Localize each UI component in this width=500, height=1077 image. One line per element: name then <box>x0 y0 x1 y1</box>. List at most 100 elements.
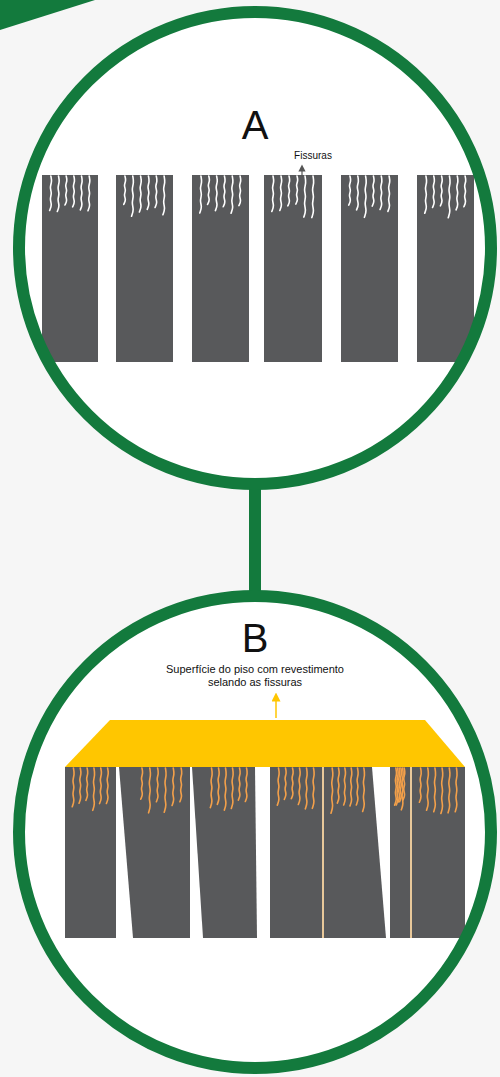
callout-label: Superfície do piso com revestimento sela… <box>148 663 363 689</box>
fissure <box>65 176 67 205</box>
fissure <box>356 768 358 805</box>
crack-gap <box>190 767 203 938</box>
concrete-slab <box>65 767 465 938</box>
section-letter: B <box>242 614 269 662</box>
slab-joint <box>410 767 412 938</box>
fissure <box>141 768 143 799</box>
concrete-slab <box>341 175 398 362</box>
coating-layer <box>65 720 465 767</box>
fissure <box>106 768 108 804</box>
connector-bar <box>249 488 261 592</box>
fissure <box>349 176 351 205</box>
circle-ground <box>17 594 493 1070</box>
fissure <box>305 768 307 809</box>
fissure <box>312 768 314 808</box>
fissure <box>448 176 450 218</box>
circle-ground <box>17 10 493 486</box>
crack-gap <box>116 767 133 938</box>
fissure <box>388 176 390 211</box>
corner-band <box>0 0 95 30</box>
fissure <box>398 768 400 802</box>
fissure <box>155 176 157 207</box>
fissure <box>363 768 365 811</box>
concrete-slab <box>42 175 98 362</box>
fissure <box>132 176 134 216</box>
crack-gap <box>372 767 390 938</box>
fissure <box>372 176 374 206</box>
fissure <box>72 768 74 807</box>
callout-label: Fissuras <box>294 150 332 162</box>
fissure <box>433 176 435 207</box>
fissure <box>337 768 339 803</box>
fissure <box>288 176 290 206</box>
concrete-slab <box>264 175 322 362</box>
fissure <box>296 176 298 204</box>
floor-section <box>42 175 474 362</box>
fissure <box>139 176 141 212</box>
fissure <box>380 176 382 209</box>
section-letter: A <box>242 101 269 149</box>
fissure <box>50 176 52 211</box>
fissure <box>272 176 274 212</box>
fissure <box>86 768 88 800</box>
fissure <box>172 768 174 805</box>
fissure <box>73 176 75 207</box>
fissure <box>100 768 102 804</box>
fissure <box>401 768 403 810</box>
fissure <box>79 768 81 803</box>
fissure <box>441 768 443 813</box>
fissure <box>156 768 158 802</box>
fissure <box>455 768 457 812</box>
concrete-slab <box>192 175 249 362</box>
floor-section <box>65 720 465 938</box>
crack-gap <box>255 767 270 938</box>
fissure <box>357 176 359 210</box>
fissure <box>403 768 405 800</box>
concrete-slab <box>417 175 474 362</box>
circle-outline <box>19 12 491 484</box>
fissure <box>163 176 165 215</box>
fissure <box>238 768 240 800</box>
fissure <box>427 768 429 810</box>
fissure <box>208 176 210 204</box>
fissure <box>350 768 352 806</box>
circle-outline <box>19 596 491 1068</box>
fissure <box>200 176 202 213</box>
fissure <box>180 768 182 802</box>
fissure <box>223 176 225 207</box>
circle-outline <box>13 590 497 1074</box>
fissure <box>400 768 402 802</box>
fissure <box>239 176 241 206</box>
fissure <box>395 768 397 805</box>
fissure <box>149 768 151 813</box>
fissure <box>124 176 126 204</box>
fissure <box>456 176 458 210</box>
fissure <box>277 768 279 805</box>
slab-joint <box>322 767 324 938</box>
fissure <box>245 768 247 802</box>
fissure <box>93 768 95 810</box>
fissure <box>312 176 314 218</box>
fissure <box>448 768 450 813</box>
fissure <box>284 768 286 799</box>
section-circle: BSuperfície do piso com revestimento sel… <box>13 590 497 1074</box>
fissure <box>217 768 219 804</box>
leader-arrow <box>275 697 277 718</box>
fissure <box>344 768 346 805</box>
fissure <box>88 176 90 211</box>
fissure <box>280 176 282 210</box>
fissure <box>224 768 226 810</box>
fissure <box>215 176 217 211</box>
fissure <box>298 768 300 805</box>
fissure <box>147 176 149 209</box>
fissure <box>57 176 59 212</box>
fissure <box>434 768 436 812</box>
fissure <box>231 176 233 213</box>
fissure <box>425 176 427 213</box>
circle-outline <box>13 6 497 490</box>
fissure <box>304 176 306 217</box>
fissure <box>291 768 293 799</box>
fissure <box>364 176 366 217</box>
